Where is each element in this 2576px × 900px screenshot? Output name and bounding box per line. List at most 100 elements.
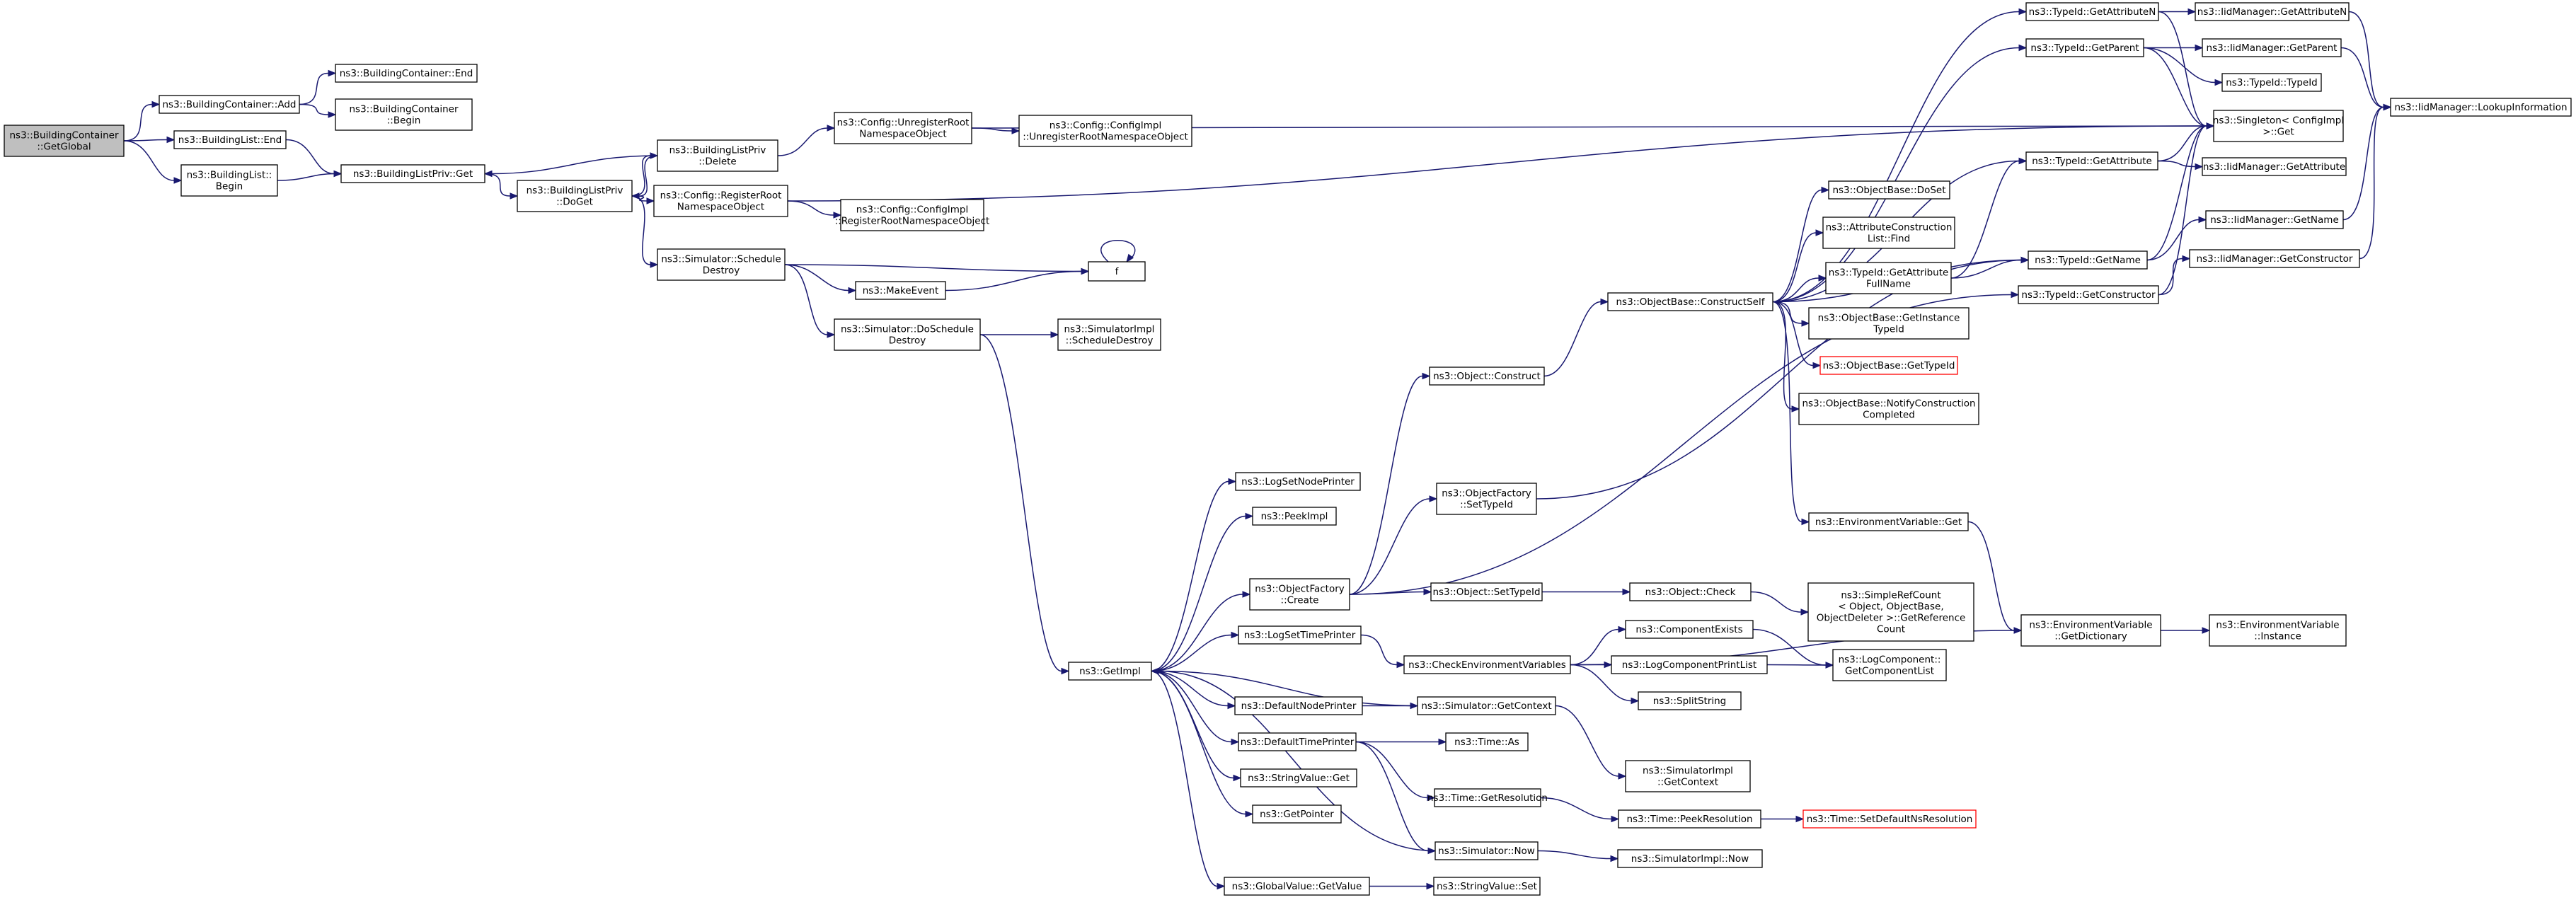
node-bl_begin[interactable]: ns3::BuildingList::Begin	[180, 164, 278, 197]
edge-obj_settid-to-obj_check	[1542, 588, 1631, 596]
node-label-line: ns3::Config::RegisterRoot	[660, 190, 782, 201]
node-blp_delete[interactable]: ns3::BuildingListPriv::Delete	[657, 139, 778, 172]
node-tid_getctor[interactable]: ns3::TypeId::GetConstructor	[2018, 285, 2159, 304]
edge-deftime-to-time_getres	[1355, 741, 1436, 802]
node-bc_add[interactable]: ns3::BuildingContainer::Add	[159, 95, 300, 114]
node-tid_getattrn[interactable]: ns3::TypeId::GetAttributeN	[2025, 2, 2159, 21]
node-label-line: ns3::TypeId::GetAttribute	[2032, 156, 2152, 167]
node-simimpl_getctx[interactable]: ns3::SimulatorImpl::GetContext	[1625, 760, 1751, 792]
node-objfac_settid[interactable]: ns3::ObjectFactory::SetTypeId	[1436, 483, 1537, 515]
node-getpointer[interactable]: ns3::GetPointer	[1252, 804, 1342, 824]
node-compexists[interactable]: ns3::ComponentExists	[1625, 620, 1754, 639]
node-label-line: ns3::ComponentExists	[1635, 624, 1742, 635]
node-envvar_get[interactable]: ns3::EnvironmentVariable::Get	[1808, 512, 1969, 531]
node-logcomp_print[interactable]: ns3::LogComponentPrintList	[1611, 655, 1768, 674]
edge-sim_now-to-simimpl_now	[1537, 850, 1619, 862]
node-logcomp_getlist[interactable]: ns3::LogComponent::GetComponentList	[1832, 649, 1947, 681]
node-envvar_getdict[interactable]: ns3::EnvironmentVariable::GetDictionary	[2020, 614, 2161, 647]
node-simimpl_sched[interactable]: ns3::SimulatorImpl::ScheduleDestroy	[1057, 318, 1161, 351]
edge-objfac_create-to-objfac_settid	[1349, 495, 1438, 595]
node-iid_getattr[interactable]: ns3::IidManager::GetAttribute	[2202, 157, 2347, 176]
node-blp_get[interactable]: ns3::BuildingListPriv::Get	[340, 164, 485, 183]
node-logsetnode[interactable]: ns3::LogSetNodePrinter	[1235, 472, 1361, 491]
node-label-line: ::DoGet	[556, 196, 593, 207]
node-defnode[interactable]: ns3::DefaultNodePrinter	[1234, 696, 1363, 715]
node-time_as[interactable]: ns3::Time::As	[1445, 732, 1529, 751]
node-splitstring[interactable]: ns3::SplitString	[1638, 691, 1742, 710]
node-bl_end[interactable]: ns3::BuildingList::End	[173, 130, 287, 149]
node-label-line: ns3::BuildingList::End	[178, 134, 282, 146]
node-obj_check[interactable]: ns3::Object::Check	[1629, 582, 1752, 601]
node-globval_get[interactable]: ns3::GlobalValue::GetValue	[1224, 877, 1370, 896]
node-sim_now[interactable]: ns3::Simulator::Now	[1434, 841, 1539, 860]
node-envvar_inst[interactable]: ns3::EnvironmentVariable::Instance	[2209, 614, 2347, 647]
node-blp_doget[interactable]: ns3::BuildingListPriv::DoGet	[517, 180, 633, 212]
node-cfg_unreg[interactable]: ns3::Config::UnregisterRootNamespaceObje…	[834, 112, 972, 144]
node-ob_notify[interactable]: ns3::ObjectBase::NotifyConstructionCompl…	[1798, 393, 1979, 425]
edge-tid_getparent-to-singleton_get	[2143, 47, 2215, 129]
edge-bc_add-to-bc_end	[299, 69, 337, 105]
node-makeevent[interactable]: ns3::MakeEvent	[855, 281, 946, 300]
node-tid_tid[interactable]: ns3::TypeId::TypeId	[2221, 73, 2322, 92]
node-label-line: ns3::SimpleRefCount	[1841, 589, 1940, 601]
node-peekimpl[interactable]: ns3::PeekImpl	[1252, 507, 1337, 526]
node-iid_getctor[interactable]: ns3::IidManager::GetConstructor	[2189, 249, 2360, 268]
node-simimpl_now[interactable]: ns3::SimulatorImpl::Now	[1617, 849, 1763, 868]
edge-ob_construct-to-ob_doset	[1772, 186, 1830, 303]
node-iid_getattrn[interactable]: ns3::IidManager::GetAttributeN	[2195, 2, 2350, 21]
node-getimpl[interactable]: ns3::GetImpl	[1068, 662, 1152, 681]
node-singleton_get[interactable]: ns3::Singleton< ConfigImpl >::Get	[2213, 110, 2344, 142]
node-label-line: ns3::BuildingContainer::End	[340, 68, 473, 79]
edge-ob_construct-to-ob_notify	[1772, 301, 1800, 412]
node-root[interactable]: ns3::BuildingContainer::GetGlobal	[4, 125, 125, 157]
node-time_setdef[interactable]: ns3::Time::SetDefaultNsResolution	[1802, 809, 1977, 829]
node-ob_doset[interactable]: ns3::ObjectBase::DoSet	[1828, 180, 1950, 200]
node-iid_getparent[interactable]: ns3::IidManager::GetParent	[2202, 38, 2342, 57]
edge-bc_add-to-bc_begin	[299, 103, 337, 118]
node-tid_getattr[interactable]: ns3::TypeId::GetAttribute	[2025, 151, 2158, 171]
node-cfgimpl_unreg[interactable]: ns3::Config::ConfigImpl::UnregisterRootN…	[1018, 115, 1192, 147]
node-tid_getname[interactable]: ns3::TypeId::GetName	[2028, 250, 2148, 270]
node-time_getres[interactable]: ns3::Time::GetResolution	[1427, 788, 1548, 807]
node-obj_settid[interactable]: ns3::Object::SetTypeId	[1430, 582, 1543, 601]
node-label-line: ns3::SimulatorImpl::Now	[1631, 853, 1749, 865]
node-f[interactable]: f	[1088, 261, 1146, 282]
node-label-line: ns3::EnvironmentVariable::Get	[1815, 517, 1962, 528]
node-deftime[interactable]: ns3::DefaultTimePrinter	[1238, 732, 1357, 751]
edge-getimpl-to-deftime	[1151, 670, 1240, 746]
node-label-line: ns3::BuildingListPriv	[527, 185, 623, 196]
node-label-line: ns3::BuildingContainer::Add	[162, 99, 296, 110]
node-time_peekres[interactable]: ns3::Time::PeekResolution	[1618, 809, 1761, 829]
node-iid_getname[interactable]: ns3::IidManager::GetName	[2205, 210, 2344, 229]
edge-getimpl-to-peekimpl	[1151, 512, 1254, 672]
node-cfg_reg[interactable]: ns3::Config::RegisterRootNamespaceObject	[653, 185, 788, 217]
node-strval_set[interactable]: ns3::StringValue::Set	[1433, 877, 1541, 896]
node-ob_gettid[interactable]: ns3::ObjectBase::GetTypeId	[1819, 356, 1958, 375]
node-sim_sched[interactable]: ns3::Simulator::ScheduleDestroy	[657, 248, 786, 281]
node-objfac_create[interactable]: ns3::ObjectFactory::Create	[1249, 578, 1350, 611]
node-simplerefcount[interactable]: ns3::SimpleRefCount< Object, ObjectBase,…	[1807, 582, 1974, 642]
node-logsettime[interactable]: ns3::LogSetTimePrinter	[1238, 625, 1362, 645]
node-label-line: ns3::TypeId::GetConstructor	[2021, 289, 2156, 301]
node-label-line: ns3::StringValue::Get	[1248, 773, 1350, 784]
node-label-line: ns3::LogComponentPrintList	[1622, 659, 1756, 671]
node-ob_construct[interactable]: ns3::ObjectBase::ConstructSelf	[1607, 292, 1773, 311]
node-tid_getparent[interactable]: ns3::TypeId::GetParent	[2025, 38, 2144, 57]
node-bc_end[interactable]: ns3::BuildingContainer::End	[335, 64, 478, 83]
edge-ob_construct-to-tid_getattrn	[1772, 8, 2028, 303]
node-obj_construct[interactable]: ns3::Object::Construct	[1429, 367, 1545, 386]
node-label-line: ns3::CheckEnvironmentVariables	[1408, 659, 1566, 671]
node-label-line: NamespaceObject	[677, 201, 764, 212]
node-cfgimpl_reg[interactable]: ns3::Config::ConfigImpl::RegisterRootNam…	[835, 199, 990, 231]
node-label-line: ns3::TypeId::GetAttribute	[1829, 267, 1949, 278]
node-iid_lookup[interactable]: ns3::IidManager::LookupInformation	[2390, 98, 2572, 117]
node-strval_get[interactable]: ns3::StringValue::Get	[1240, 768, 1357, 788]
node-checkenv[interactable]: ns3::CheckEnvironmentVariables	[1403, 655, 1571, 674]
node-sim_getctx[interactable]: ns3::Simulator::GetContext	[1417, 696, 1556, 715]
node-bc_begin[interactable]: ns3::BuildingContainer::Begin	[335, 98, 473, 131]
